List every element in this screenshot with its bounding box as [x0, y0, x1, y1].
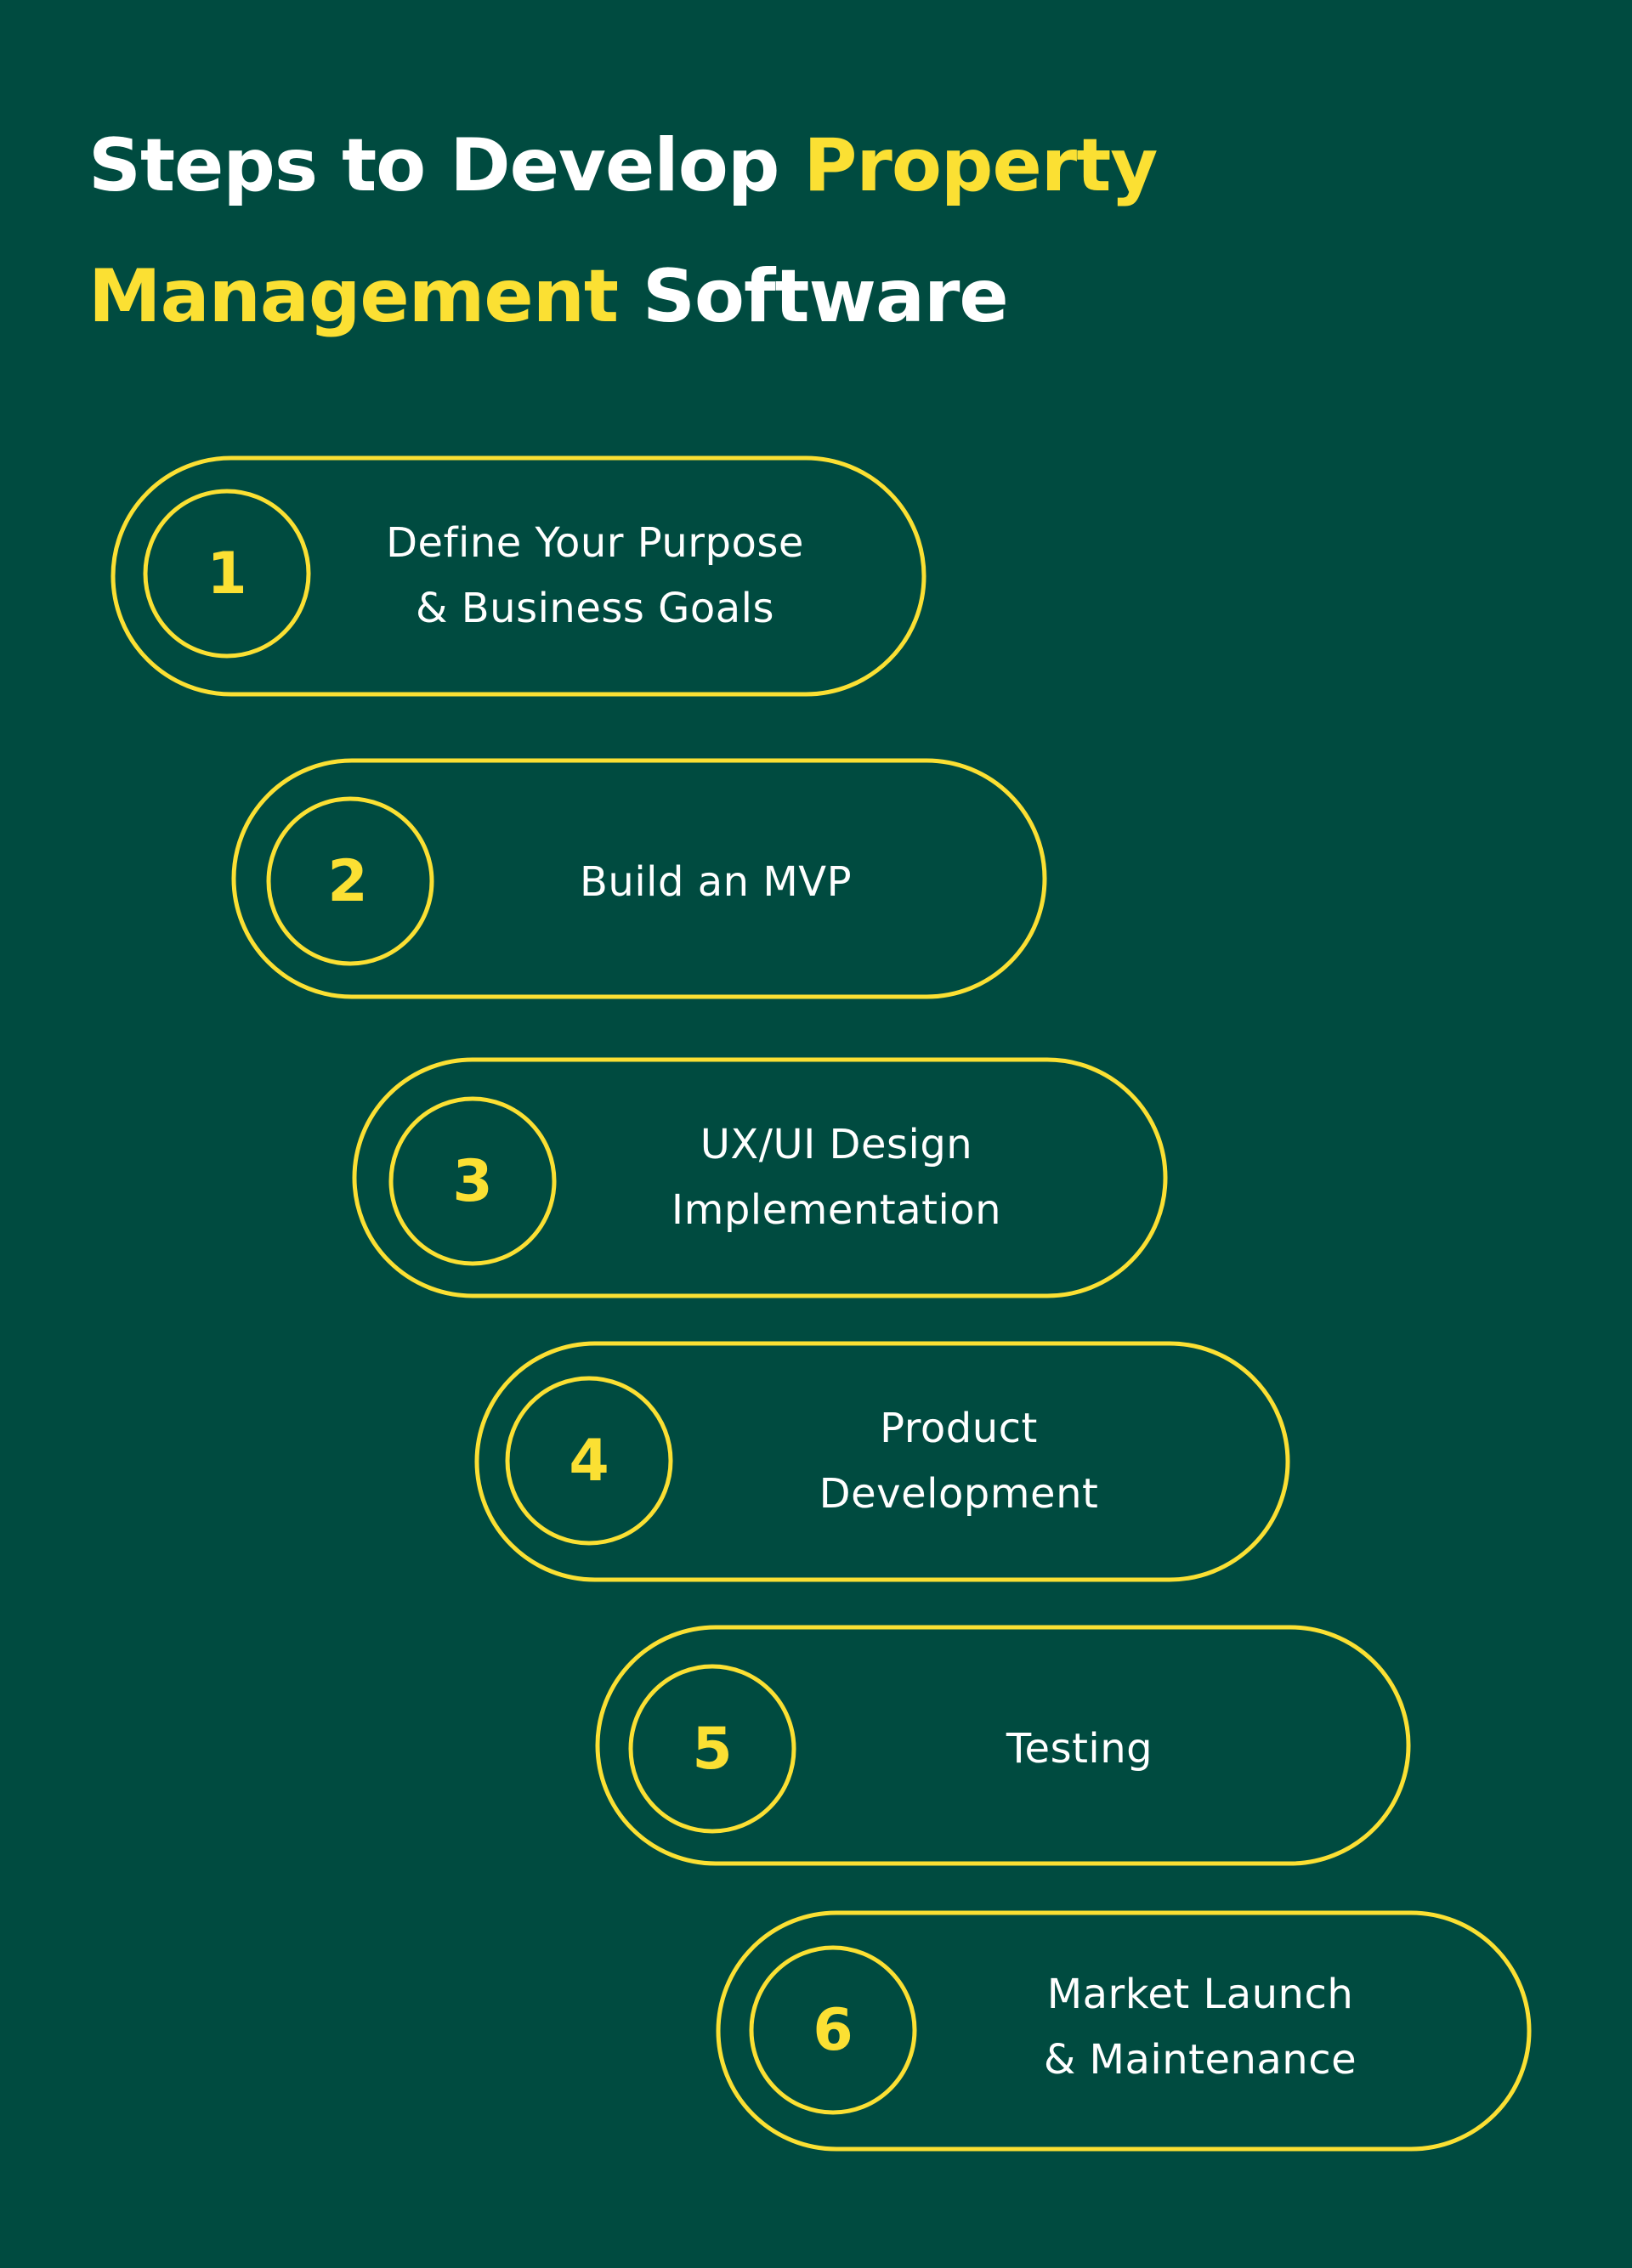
title-highlight-1: Property	[803, 123, 1158, 208]
step-label-line: Market Launch	[1046, 1971, 1354, 2018]
title-plain-1: Steps to Develop	[88, 123, 804, 208]
page-title: Steps to Develop Property Management Sof…	[88, 100, 1158, 362]
title-highlight-2: Management	[88, 254, 619, 339]
step-label-line: Development	[819, 1470, 1099, 1518]
step-6: 6 Market Launch & Maintenance	[716, 1910, 1532, 2152]
step-number: 6	[813, 1996, 853, 2064]
title-line-2: Management Software	[88, 231, 1157, 362]
pill-outline-icon	[231, 758, 1047, 999]
pill-outline-icon	[595, 1625, 1411, 1866]
step-label-line: UX/UI Design	[700, 1121, 973, 1168]
pill-outline-icon	[474, 1341, 1290, 1582]
step-label: Testing	[808, 1628, 1352, 1869]
pill-outline-icon	[110, 455, 926, 697]
step-5: 5 Testing	[595, 1625, 1411, 1866]
step-label: Define Your Purpose & Business Goals	[323, 455, 867, 697]
step-label: Product Development	[687, 1341, 1231, 1582]
step-label-line: Implementation	[671, 1186, 1002, 1234]
step-number: 3	[452, 1147, 493, 1215]
step-label-line: Define Your Purpose	[386, 519, 804, 567]
step-label-line: & Business Goals	[416, 585, 774, 632]
title-plain-2: Software	[618, 254, 1009, 339]
step-2: 2 Build an MVP	[231, 758, 1047, 999]
pill-outline-icon	[352, 1057, 1168, 1298]
step-label-line: & Maintenance	[1043, 2036, 1357, 2084]
step-1: 1 Define Your Purpose & Business Goals	[110, 455, 926, 697]
title-line-1: Steps to Develop Property	[88, 100, 1158, 231]
step-label-line: Build an MVP	[579, 857, 853, 906]
step-label-line: Product	[880, 1405, 1038, 1452]
step-number: 5	[692, 1715, 733, 1783]
step-3: 3 UX/UI Design Implementation	[352, 1057, 1168, 1298]
step-4: 4 Product Development	[474, 1341, 1290, 1582]
step-number: 2	[327, 847, 368, 915]
step-label: UX/UI Design Implementation	[564, 1057, 1108, 1298]
step-number: 4	[569, 1427, 609, 1495]
step-label-line: Testing	[1006, 1724, 1153, 1773]
step-label: Market Launch & Maintenance	[928, 1907, 1472, 2148]
pill-outline-icon	[716, 1910, 1532, 2152]
step-label: Build an MVP	[444, 761, 988, 1003]
step-number: 1	[207, 540, 247, 608]
